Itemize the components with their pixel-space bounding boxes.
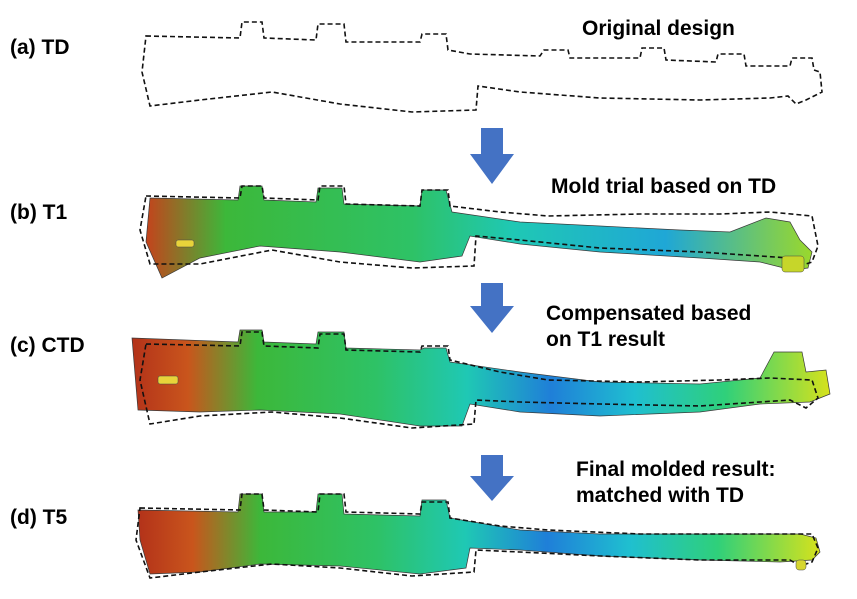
row-label-t5: (d) T5 <box>10 506 68 529</box>
caption-td: Original design <box>582 16 735 42</box>
caption-t1: Mold trial based on TD <box>551 174 776 200</box>
caption-t5: Final molded result: matched with TD <box>576 457 776 509</box>
t5-part <box>135 493 821 579</box>
row-label-ctd: (c) CTD <box>10 334 85 357</box>
row-label-t1: (b) T1 <box>10 201 68 224</box>
down-arrow-icon <box>470 283 514 333</box>
caption-t5-line-2: matched with TD <box>576 484 745 507</box>
down-arrow-icon <box>470 455 514 501</box>
td-outline <box>141 21 823 113</box>
caption-td-line-1: Original design <box>582 17 735 40</box>
caption-t1-line-1: Mold trial based on TD <box>551 175 777 198</box>
t1-part <box>139 185 819 279</box>
down-arrow-icon <box>470 128 514 184</box>
caption-ctd: Compensated based on T1 result <box>546 301 751 353</box>
row-label-td: (a) TD <box>10 36 70 59</box>
caption-ctd-line-1: Compensated based <box>546 302 752 325</box>
ctd-part <box>131 329 831 429</box>
caption-t5-line-1: Final molded result: <box>576 458 776 481</box>
caption-ctd-line-2: on T1 result <box>546 328 666 351</box>
